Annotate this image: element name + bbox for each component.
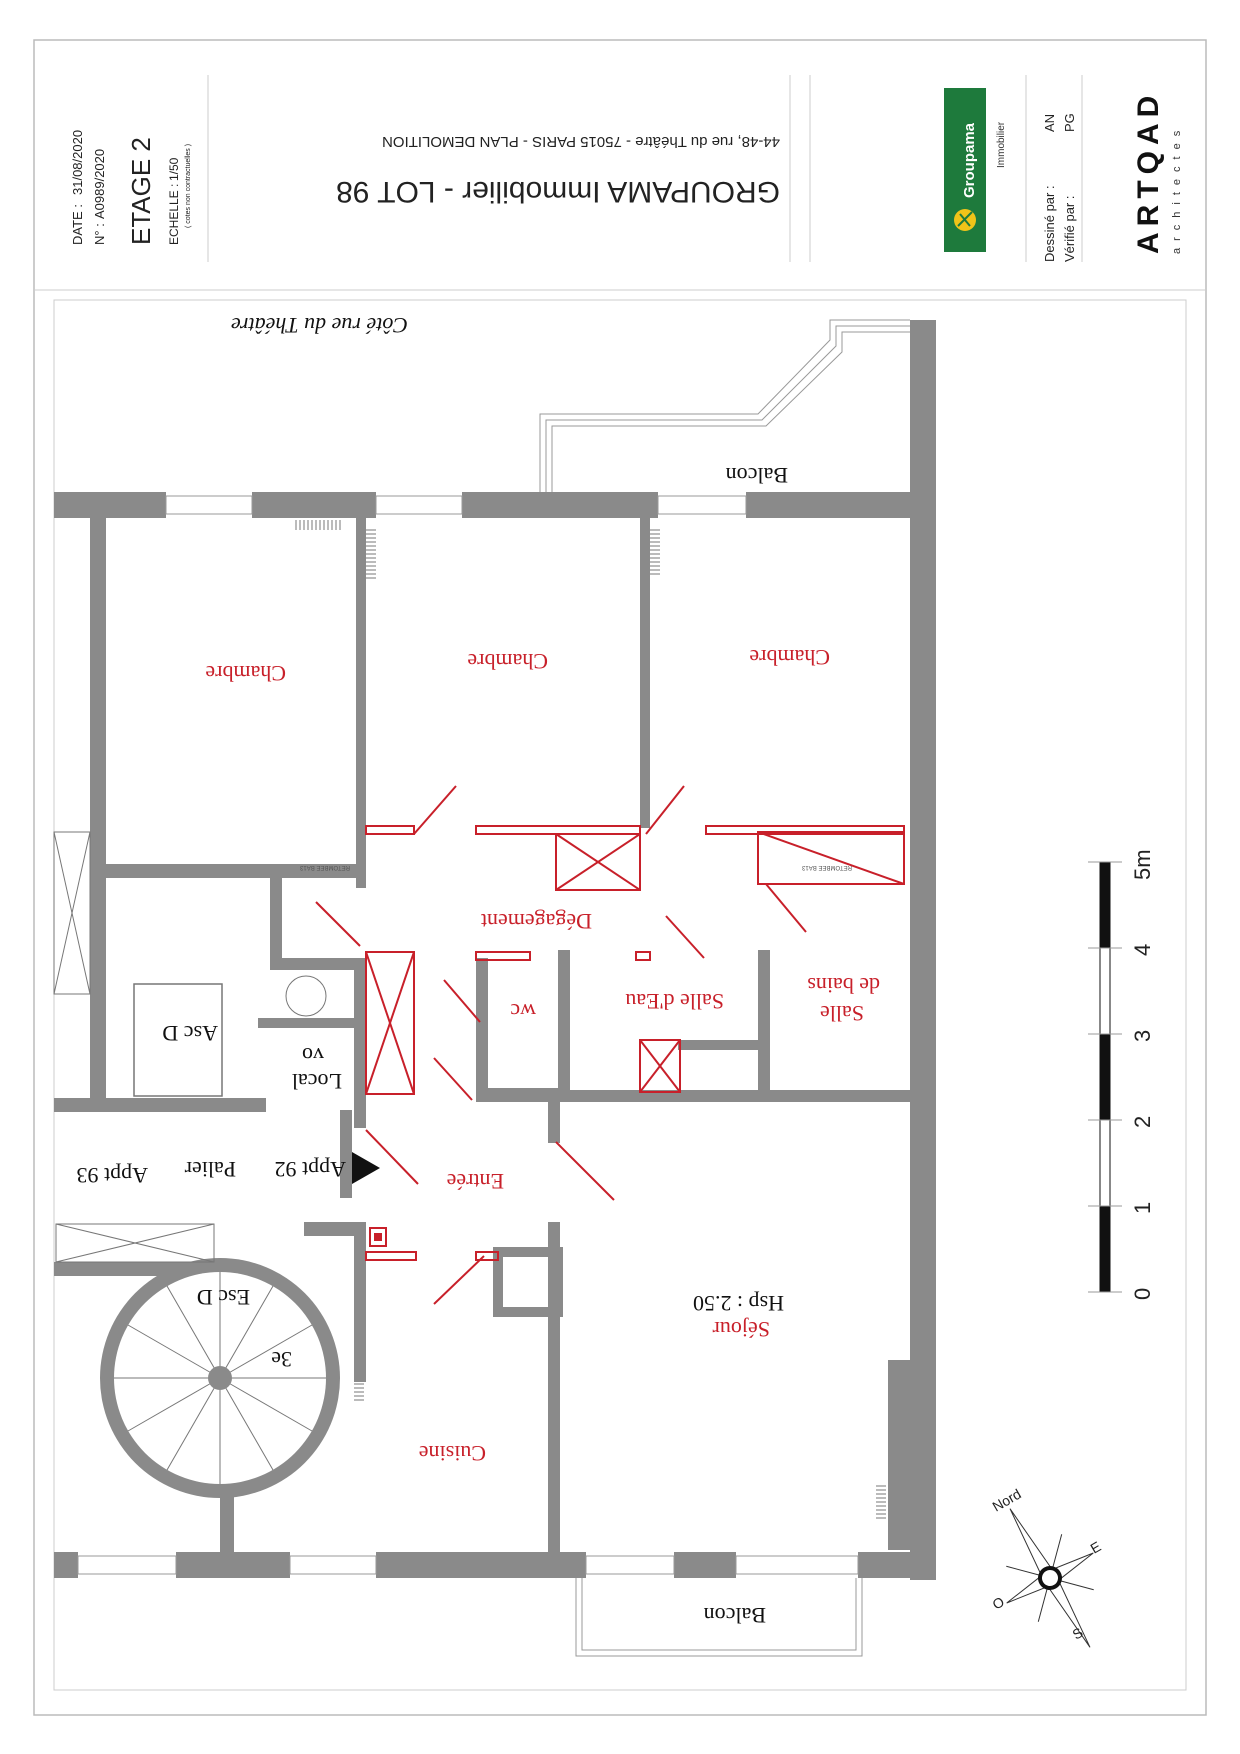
room-degagement: Dégagement [481,909,592,934]
appt-93-label: Appt 93 [77,1163,149,1188]
scale-tick-5: 5m [1130,849,1155,880]
scale-tick-0: 0 [1130,1288,1155,1300]
local-vo-fixture [285,975,327,1017]
room-salle-bains-1: Salle [820,1001,864,1026]
compass-rose-icon [1006,1508,1094,1648]
asc-label: Asc D [162,1021,218,1046]
windows [77,495,859,1575]
date-value: 31/08/2020 [70,130,85,195]
project-subtitle: 44-48, rue du Théâtre - 75015 PARIS - PL… [382,133,780,150]
level-label: ETAGE 2 [126,137,156,245]
architect-logo: ARTQAD [1132,90,1165,254]
scale-label: ECHELLE : [167,184,181,245]
balcon-top-label: Balcon [726,463,788,488]
date-label: DATE : [70,204,85,245]
sejour-height: Hsp : 2.50 [693,1291,784,1316]
compass-west: O [990,1593,1008,1612]
local-label: Local [292,1069,342,1094]
elevator-cabin [133,983,223,1097]
retombee-note-1: RETOMBEE BA13 [299,864,350,870]
radiators [295,520,886,1519]
spiral-staircase [100,1258,340,1498]
scale-note: ( cotes non contractuelles ) [185,144,192,228]
room-chambre-3: Chambre [749,645,830,670]
balcony-bottom [575,1578,863,1657]
drawn-by-value: AN [1042,114,1057,132]
esc-label: Esc D [197,1285,250,1310]
plan-frame [53,299,1187,1691]
room-salle-bains-2: de bains [807,973,880,998]
drawn-by-label: Dessiné par : [1042,185,1057,262]
retombee-note-2: RETOMBEE BA13 [801,864,852,870]
scale-tick-3: 3 [1130,1030,1155,1042]
client-logo-sub: Immobilier [996,121,1007,168]
checked-by-label: Vérifié par : [1062,196,1077,262]
walls [54,320,936,1580]
compass-east: E [1088,1538,1104,1557]
compass-north: Nord [990,1486,1024,1515]
scale-value: 1/50 [167,157,181,181]
entry-arrow-icon [352,1152,380,1184]
client-logo-text: Groupama [961,122,978,198]
room-wc: wc [510,999,536,1024]
scale-tick-2: 2 [1130,1116,1155,1128]
room-sejour: Séjour [712,1317,770,1342]
floor-marker: 3e [271,1347,292,1372]
room-salle-eau: Salle d'Eau [625,989,724,1014]
room-cuisine: Cuisine [419,1441,486,1466]
number-label: N° : [92,223,107,245]
room-chambre-2: Chambre [467,649,548,674]
project-title: GROUPAMA Immobilier - LOT 98 [336,175,780,208]
electric-panel-icon [369,1227,387,1247]
scale-tick-4: 4 [1130,944,1155,956]
scale-bar [1088,861,1122,1293]
palier-label: Palier [184,1157,236,1182]
room-entree: Entrée [447,1169,504,1194]
scale-tick-1: 1 [1130,1202,1155,1214]
number-value: A0989/2020 [92,149,107,219]
architect-logo-sub: architectes [1171,124,1183,254]
checked-by-value: PG [1062,113,1077,132]
appt-92-label: Appt 92 [275,1157,347,1182]
shafts [53,831,215,1263]
balcon-bottom-label: Balcon [704,1603,766,1628]
balcony-top [539,319,910,492]
local-vo-label: vo [302,1043,324,1068]
street-label: Côté rue du Théâtre [231,313,408,338]
room-chambre-1: Chambre [205,661,286,686]
groupama-logo: Groupama Immobilier [944,88,1007,252]
demolition-elements [315,785,905,1305]
sheet-border [33,39,1207,1716]
